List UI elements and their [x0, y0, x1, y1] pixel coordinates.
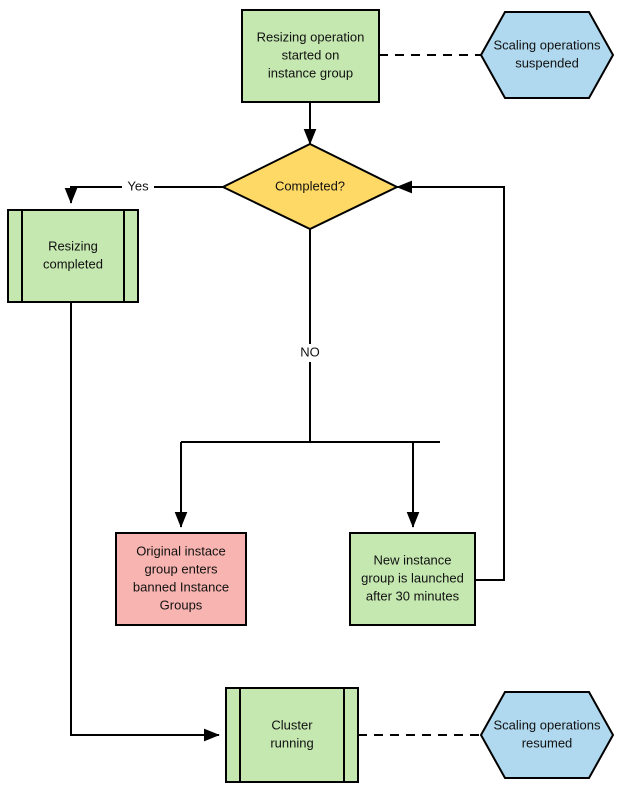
resizing-started-line-2: started on — [282, 47, 340, 62]
new-group-launched-box[interactable] — [349, 532, 476, 626]
resizing-started-box[interactable] — [241, 9, 380, 103]
edge-label-yes: Yes — [122, 178, 154, 196]
scaling-suspended-line-1: Scaling operations — [494, 37, 601, 52]
cluster-running-box[interactable] — [225, 687, 359, 783]
edge-label-yes-bg — [122, 178, 154, 196]
resizing-completed-line-2: completed — [43, 256, 103, 271]
node-scaling-resumed[interactable]: Scaling operations resumed — [479, 691, 615, 779]
completed-decision-label: Completed? — [275, 178, 345, 193]
node-completed-decision[interactable]: Completed? — [220, 142, 400, 231]
original-group-line-4: Groups — [160, 597, 203, 612]
scaling-resumed-hexagon[interactable] — [479, 691, 615, 779]
edge-label-yes-text: Yes — [127, 178, 149, 193]
node-resizing-started[interactable]: Resizing operation started on instance g… — [241, 9, 380, 103]
scaling-suspended-line-2: suspended — [515, 55, 579, 70]
edge-label-no-text: NO — [300, 344, 320, 359]
resizing-completed-line-1: Resizing — [48, 238, 98, 253]
scaling-resumed-line-1: Scaling operations — [494, 717, 601, 732]
edge-label-no-bg — [294, 344, 326, 362]
completed-decision-diamond[interactable] — [220, 142, 400, 231]
node-new-group-launched[interactable]: New instance group is launched after 30 … — [349, 532, 476, 626]
cluster-running-line-2: running — [270, 735, 313, 750]
node-resizing-completed[interactable]: Resizing completed — [7, 209, 139, 303]
node-cluster-running[interactable]: Cluster running — [225, 687, 359, 783]
edge-new-group-loopback-to-decision — [396, 180, 505, 581]
resizing-started-line-1: Resizing operation — [257, 29, 365, 44]
new-group-line-2: group is launched — [361, 570, 464, 585]
edge-label-no: NO — [294, 344, 326, 362]
original-group-line-2: group enters — [145, 561, 218, 576]
resizing-completed-box[interactable] — [7, 209, 139, 303]
new-group-line-1: New instance — [373, 552, 451, 567]
node-scaling-suspended[interactable]: Scaling operations suspended — [479, 11, 615, 99]
original-group-line-3: banned Instance — [133, 579, 229, 594]
original-group-line-1: Original instace — [136, 543, 226, 558]
new-group-line-3: after 30 minutes — [366, 588, 460, 603]
node-original-group-banned[interactable]: Original instace group enters banned Ins… — [115, 532, 247, 626]
original-group-banned-box[interactable] — [115, 532, 247, 626]
edge-resizing-completed-to-cluster-running — [70, 302, 220, 742]
edge-yes-to-resizing-completed — [64, 186, 225, 204]
cluster-running-line-1: Cluster — [271, 717, 313, 732]
resizing-started-line-3: instance group — [268, 65, 353, 80]
scaling-suspended-hexagon[interactable] — [479, 11, 615, 99]
scaling-resumed-line-2: resumed — [522, 735, 573, 750]
